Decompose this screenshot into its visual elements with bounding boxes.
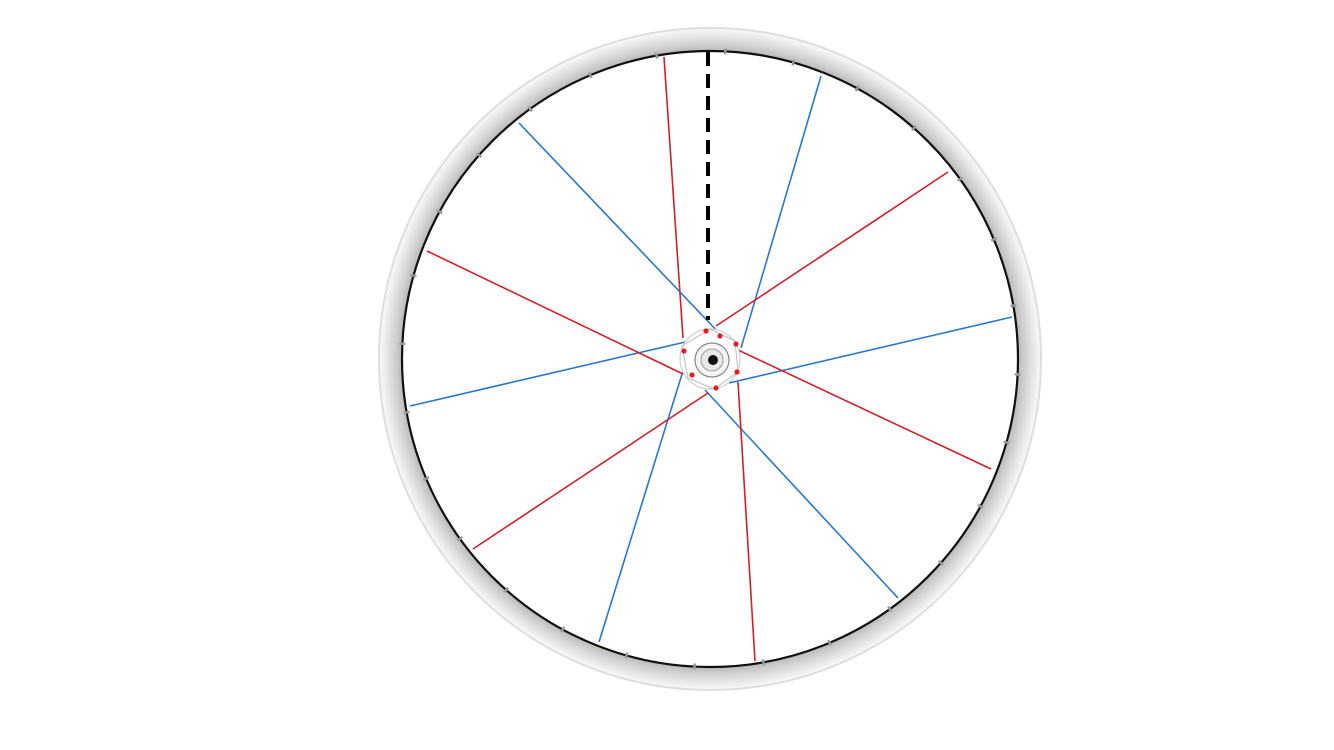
spoke-blue	[518, 122, 721, 335]
spoke-red	[715, 171, 949, 327]
hub-spoke-hole	[713, 385, 719, 391]
hub-spoke-hole	[734, 369, 740, 375]
spoke-blue	[740, 75, 822, 349]
spoke-red	[426, 250, 684, 375]
rim-nipple	[456, 535, 464, 542]
rim-nipple	[436, 209, 443, 215]
rim-nipple	[476, 152, 483, 159]
rim-nipple	[624, 652, 629, 659]
rim-nipple	[1010, 303, 1017, 308]
spoke-blue	[704, 389, 899, 599]
rim-nipple	[527, 105, 534, 113]
rim-nipples	[399, 48, 1021, 670]
hub-spoke-hole	[733, 341, 739, 347]
tire-outer-edge	[378, 27, 1042, 691]
rim-nipple	[956, 176, 964, 183]
rim-nipple	[761, 659, 766, 666]
rim-nipple	[886, 605, 893, 613]
rim-nipple	[827, 639, 832, 647]
rim-nipple	[503, 586, 510, 593]
rim-nipple	[422, 476, 430, 481]
rim-nipple	[654, 52, 659, 59]
axle-icon	[708, 355, 718, 365]
spoke-blue	[598, 357, 688, 643]
hub-spoke-hole	[717, 333, 723, 339]
spoke-red	[737, 349, 992, 470]
spokes	[409, 56, 1013, 662]
spoke-red	[472, 392, 709, 550]
rim-nipple	[854, 85, 860, 92]
hub-spoke-hole	[703, 328, 709, 334]
hub	[679, 328, 741, 391]
hub-spoke-hole	[689, 372, 695, 378]
spoke-red	[737, 381, 756, 662]
spoke-blue	[409, 339, 695, 407]
rim-nipple	[977, 503, 984, 509]
rim-nipple	[410, 273, 417, 278]
rim-nipple	[588, 71, 593, 79]
hub-spoke-hole	[681, 348, 687, 354]
spoke-blue	[728, 316, 1013, 384]
rim-nipple	[990, 237, 998, 242]
spoke-holes	[681, 328, 740, 391]
rim-nipple	[910, 125, 917, 132]
rim-nipple	[791, 59, 796, 66]
rim-nipple	[403, 410, 410, 415]
rim-nipple	[937, 559, 944, 566]
rim-nipple	[560, 626, 566, 633]
rim-nipple	[1003, 440, 1010, 445]
